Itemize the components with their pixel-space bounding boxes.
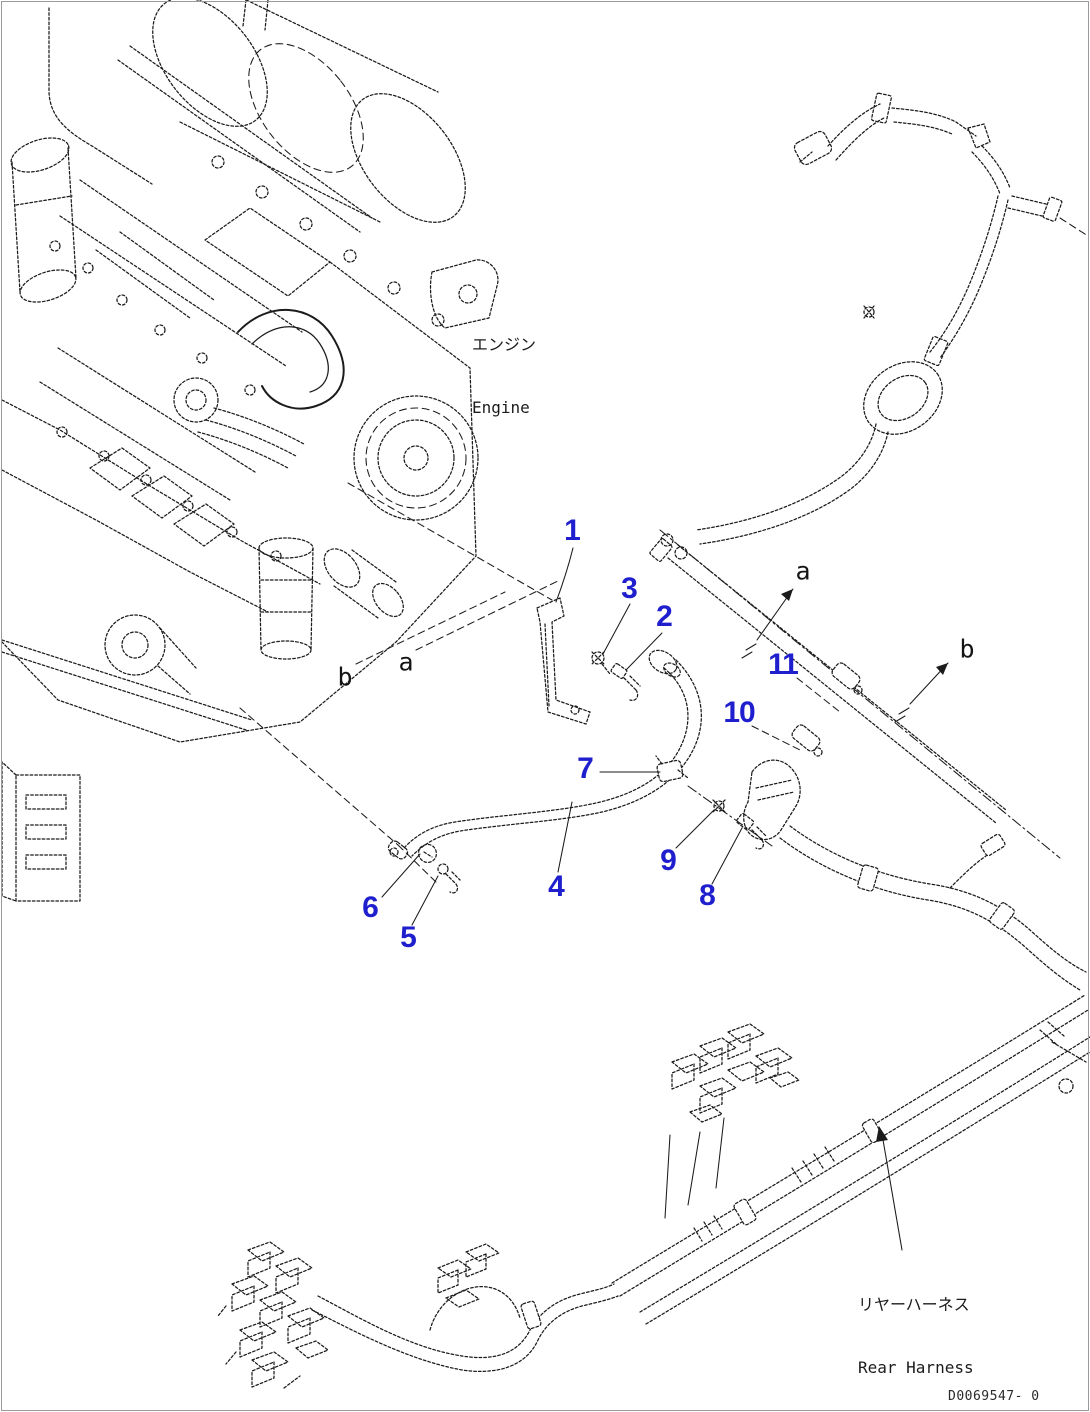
- rear-harness-top-connectors: [671, 1023, 800, 1123]
- view-letter-b-left: b: [337, 662, 353, 692]
- flywheel-housing: [353, 395, 479, 521]
- elbow-connector: [743, 759, 1087, 1094]
- view-letter-b-right: b: [959, 634, 975, 664]
- screw-part-8: [735, 812, 767, 850]
- front-pulley: [173, 377, 219, 423]
- view-arrow-b: [894, 662, 949, 723]
- straight-tube: [659, 529, 1061, 859]
- engine-label-en: Engine: [472, 398, 530, 417]
- callout-4: 4: [548, 870, 565, 903]
- clamp-10-part: [791, 724, 821, 752]
- alternator: [104, 614, 197, 695]
- rear-harness-left-connectors: [217, 1241, 329, 1389]
- injection-pipes: [197, 407, 305, 469]
- starter-motor: [323, 548, 404, 619]
- engine-frame-rails: [48, 7, 373, 367]
- callout-8: 8: [699, 879, 716, 912]
- harness-part-4: [387, 649, 702, 860]
- view-arrow-a: [741, 588, 794, 659]
- mount-bracket: [1, 761, 81, 902]
- rear-harness-drawing: [217, 994, 1090, 1389]
- engine-drawing: [1, 0, 499, 902]
- drawing-number: D0069547- 0: [948, 1389, 1040, 1404]
- clip-part-6: [418, 843, 438, 864]
- callout-3: 3: [621, 572, 638, 605]
- clamp-11-part: [831, 662, 861, 690]
- grommet: [863, 305, 949, 435]
- engine-label: エンジン Engine: [472, 292, 536, 460]
- rear-harness-label: リヤーハーネス Rear Harness: [858, 1252, 974, 1412]
- air-cleaner: [10, 137, 77, 303]
- exhaust-elbow: [237, 309, 345, 410]
- callout-7: 7: [577, 752, 594, 785]
- callout-2: 2: [656, 600, 673, 633]
- callout-9: 9: [660, 844, 677, 877]
- view-letter-a-left: a: [398, 647, 414, 677]
- rear-harness-label-en: Rear Harness: [858, 1358, 974, 1377]
- screw-part-9: [712, 799, 726, 813]
- bracket-part-1: [536, 597, 591, 725]
- top-right-harness: [649, 92, 1089, 562]
- oil-filter: [258, 537, 314, 660]
- screw-part-5: [437, 863, 461, 894]
- callout-1: 1: [564, 514, 581, 547]
- muffler: [152, 0, 466, 223]
- callout-5: 5: [400, 921, 417, 954]
- lifting-eye: [429, 259, 499, 329]
- leader-lines: [381, 547, 903, 1251]
- rear-harness-mid-connectors: [429, 1243, 521, 1331]
- engine-label-jp: エンジン: [472, 335, 537, 354]
- bolt-part-3: [591, 651, 611, 675]
- rear-harness-label-jp: リヤーハーネス: [858, 1295, 970, 1314]
- construction-lines: [239, 482, 561, 885]
- callout-11: 11: [768, 648, 799, 681]
- bolt-part-2: [610, 663, 641, 702]
- clamp-part-7: [655, 755, 689, 783]
- callout-10: 10: [723, 696, 755, 729]
- view-letter-a-right: a: [795, 556, 811, 586]
- callout-6: 6: [362, 891, 379, 924]
- dashdot-chain: [687, 785, 773, 847]
- engine-block: [1, 261, 477, 743]
- bolt-heads: [49, 155, 445, 562]
